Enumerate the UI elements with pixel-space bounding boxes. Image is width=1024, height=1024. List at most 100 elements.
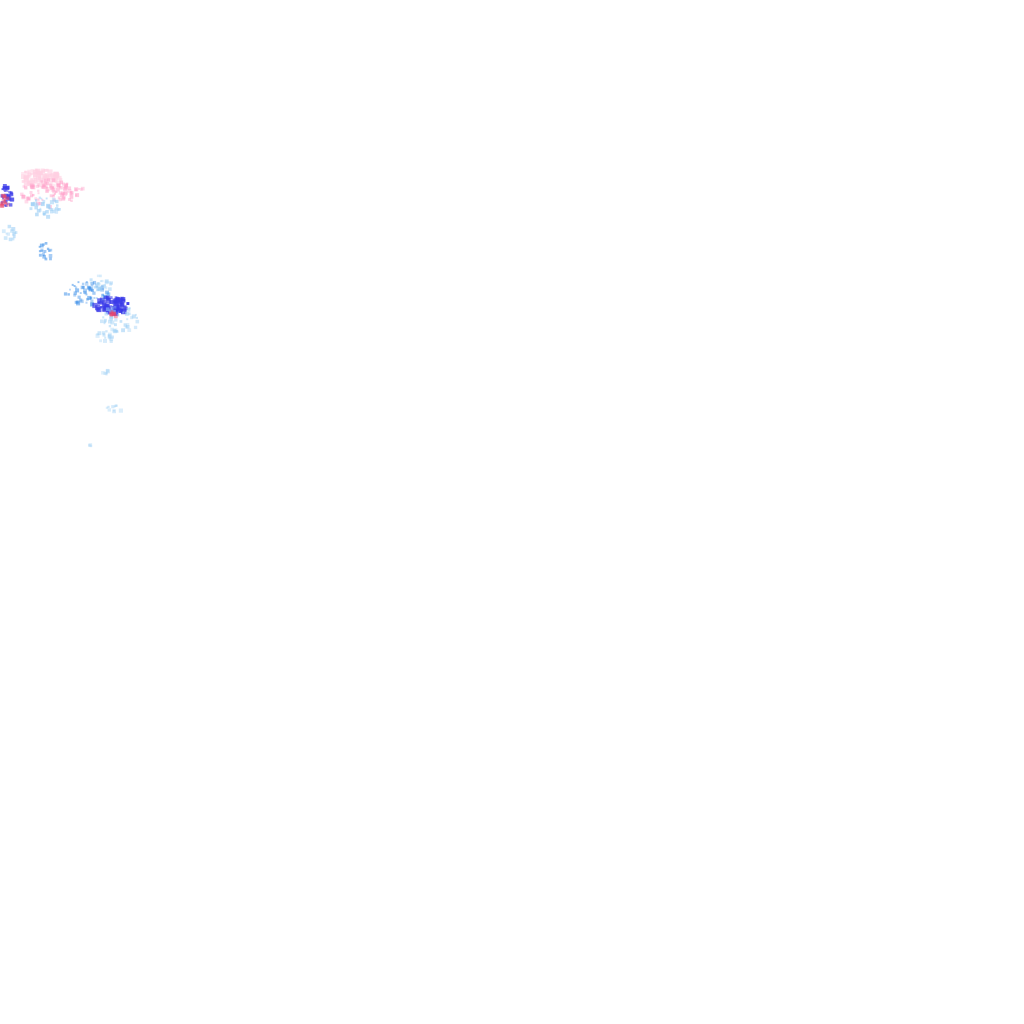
echo-mixed-snow <box>49 184 53 188</box>
echo-light-rain <box>36 208 41 213</box>
echo-moderate-rain <box>39 243 44 248</box>
echo-light-rain <box>97 286 101 291</box>
echo-moderate-rain <box>76 300 80 304</box>
echo-heavy-rain <box>105 298 112 304</box>
echo-moderate-rain <box>94 283 97 286</box>
echo-light-rain <box>109 282 112 286</box>
echo-light-rain <box>114 318 118 322</box>
echo-intense-core <box>0 203 4 208</box>
echo-moderate-rain <box>44 242 48 245</box>
echo-light-rain <box>114 323 117 327</box>
echo-mixed-snow <box>37 189 40 192</box>
echo-mixed-snow <box>43 178 48 183</box>
echo-light-snow <box>42 173 48 179</box>
echo-light-snow <box>33 175 37 180</box>
echo-light-rain <box>88 443 93 447</box>
echo-heavy-rain <box>126 302 129 305</box>
echo-light-rain <box>105 330 108 333</box>
echo-light-snow <box>54 180 58 184</box>
echo-light-snow <box>23 180 30 187</box>
echo-light-rain <box>54 200 57 203</box>
echo-heavy-rain <box>118 307 122 311</box>
echo-light-rain <box>10 229 14 233</box>
echo-moderate-rain <box>88 287 93 292</box>
echo-moderate-rain <box>101 293 105 297</box>
echo-light-rain <box>102 333 106 337</box>
echo-moderate-rain <box>88 287 93 292</box>
echo-light-rain <box>110 327 114 332</box>
echo-mixed-snow <box>42 183 46 187</box>
echo-mixed-snow <box>32 184 36 188</box>
echo-moderate-rain <box>90 302 95 307</box>
echo-mixed-snow <box>62 182 66 186</box>
echo-mixed-snow <box>22 185 25 188</box>
echo-moderate-rain <box>101 293 105 298</box>
echo-moderate-rain <box>93 297 96 299</box>
echo-mixed-snow <box>67 186 72 190</box>
echo-moderate-rain <box>42 254 45 257</box>
echo-mixed-snow <box>68 198 71 201</box>
echo-heavy-rain <box>9 203 13 207</box>
echo-mixed-snow <box>21 195 26 200</box>
echo-light-rain <box>104 312 108 316</box>
echo-moderate-rain <box>90 284 94 287</box>
echo-light-rain <box>11 237 15 241</box>
echo-light-rain <box>6 232 10 236</box>
echo-light-snow <box>21 180 25 183</box>
echo-mixed-snow <box>29 191 33 194</box>
echo-heavy-rain <box>112 304 118 310</box>
echo-intense-core <box>0 202 4 206</box>
echo-intense-core <box>1 199 5 203</box>
echo-intense-core <box>111 312 116 317</box>
echo-light-rain <box>50 208 54 211</box>
echo-moderate-rain <box>82 285 85 289</box>
echo-moderate-rain <box>49 248 53 252</box>
echo-light-rain <box>123 323 127 327</box>
echo-light-rain <box>105 371 108 375</box>
echo-light-snow <box>41 177 47 183</box>
echo-heavy-rain <box>114 300 120 307</box>
echo-light-rain <box>112 409 116 414</box>
echo-mixed-snow <box>52 189 56 194</box>
echo-mixed-snow <box>74 188 78 192</box>
echo-mixed-snow <box>51 178 56 182</box>
echo-moderate-rain <box>90 299 94 303</box>
echo-light-rain <box>118 408 123 413</box>
echo-light-snow <box>32 172 38 177</box>
echo-mixed-snow <box>52 194 55 197</box>
echo-moderate-rain <box>77 281 80 284</box>
echo-light-rain <box>12 231 16 236</box>
echo-light-snow <box>30 177 34 181</box>
echo-mixed-snow <box>37 192 40 195</box>
echo-mixed-snow <box>38 201 42 206</box>
echo-intense-core <box>0 201 5 206</box>
echo-light-rain <box>42 213 45 216</box>
echo-heavy-rain <box>4 188 9 192</box>
echo-light-snow <box>37 182 43 188</box>
echo-light-rain <box>130 316 134 320</box>
echo-light-rain <box>115 404 118 407</box>
echo-moderate-rain <box>48 249 51 252</box>
echo-heavy-rain <box>3 190 6 192</box>
echo-light-snow <box>30 180 35 185</box>
echo-intense-core <box>4 201 7 205</box>
echo-mixed-snow <box>45 182 50 186</box>
echo-light-rain <box>46 214 51 219</box>
echo-mixed-snow <box>70 199 73 202</box>
echo-mixed-snow <box>52 198 56 202</box>
echo-light-snow <box>50 173 54 177</box>
echo-light-rain <box>113 329 117 334</box>
echo-mixed-snow <box>69 192 73 196</box>
echo-mixed-snow <box>70 190 73 193</box>
echo-mixed-snow <box>59 186 63 190</box>
echo-heavy-rain <box>5 186 10 190</box>
echo-light-rain <box>110 335 114 339</box>
echo-heavy-rain <box>116 297 120 301</box>
echo-moderate-rain <box>73 285 76 287</box>
echo-light-rain <box>99 280 102 282</box>
echo-mixed-snow <box>26 196 31 201</box>
echo-heavy-rain <box>97 298 102 303</box>
echo-light-rain <box>105 368 110 373</box>
echo-light-rain <box>104 280 109 285</box>
echo-light-rain <box>7 224 12 229</box>
